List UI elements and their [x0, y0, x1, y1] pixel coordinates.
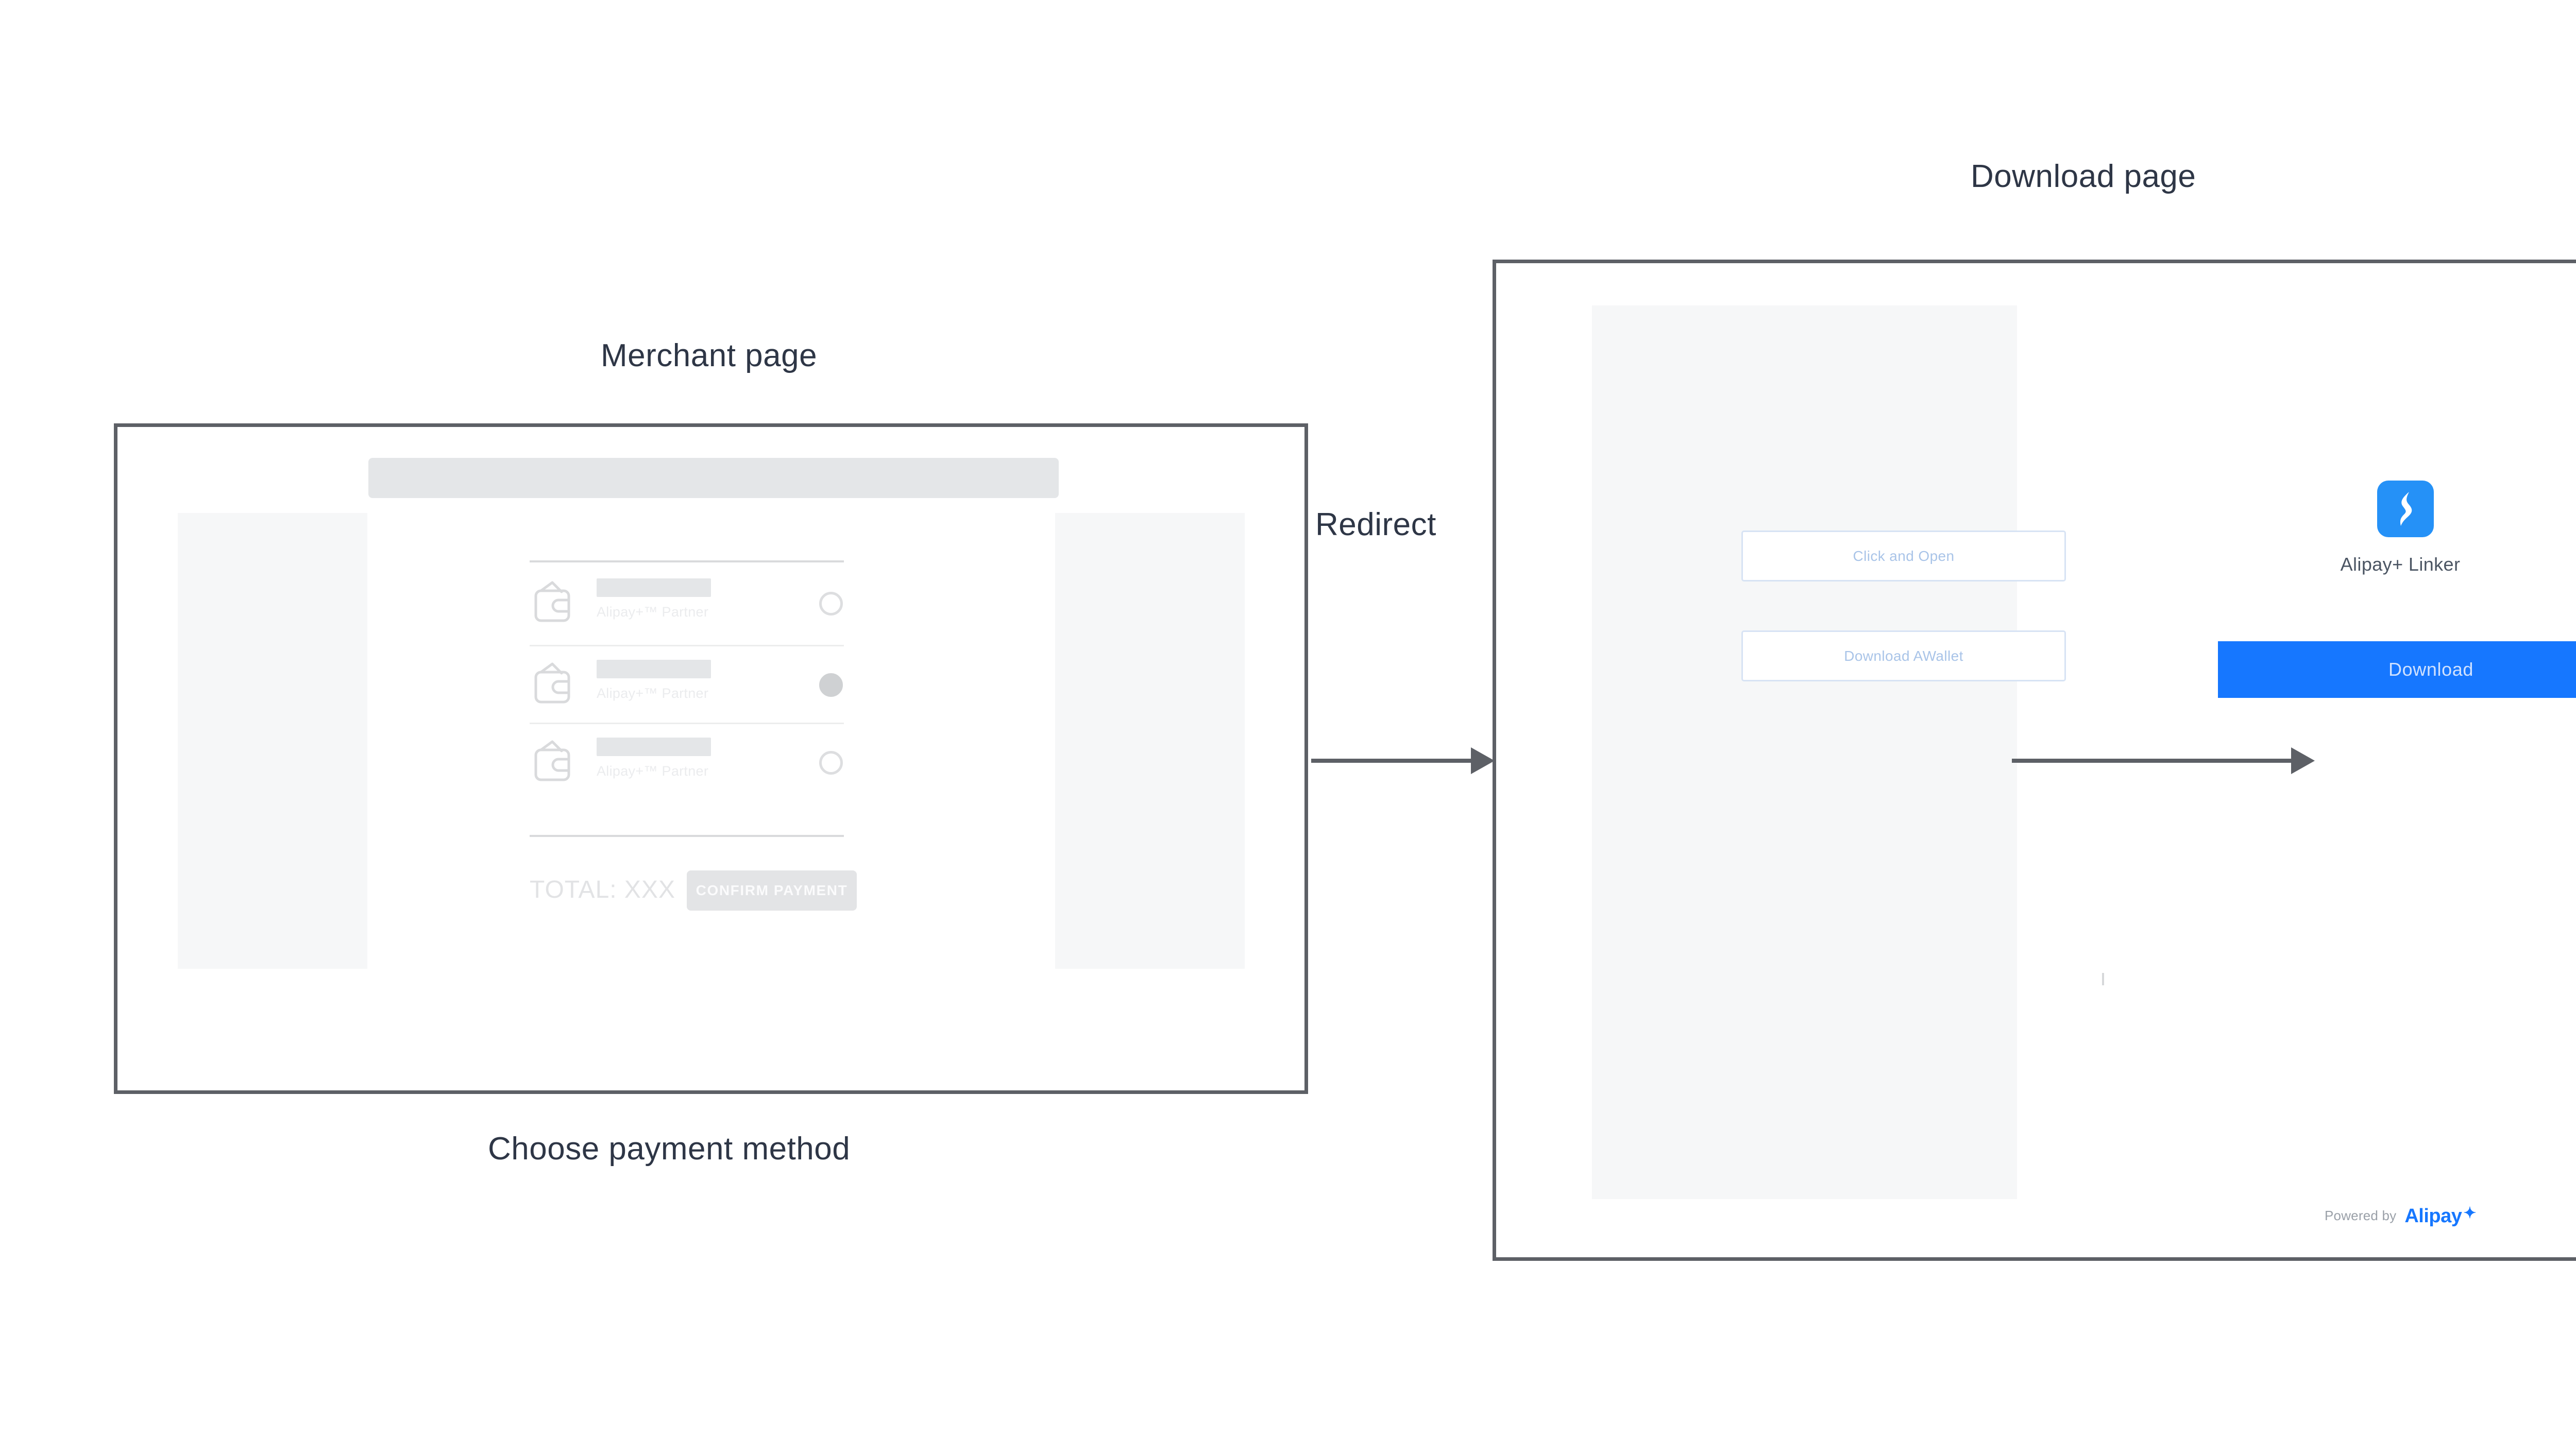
- redirect-label: Redirect: [1315, 507, 1436, 542]
- payment-method-card: Alipay+™ Partner: [367, 507, 1055, 971]
- payment-method-subtitle: Alipay+™ Partner: [597, 763, 709, 779]
- download-right-pane: Alipay+ Linker Download Powered by Alipa…: [2016, 305, 2576, 1243]
- confirm-payment-button[interactable]: CONFIRM PAYMENT: [687, 870, 857, 911]
- divider-top: [530, 560, 844, 562]
- merchant-page-title: Merchant page: [601, 338, 818, 373]
- choose-payment-method-caption: Choose payment method: [488, 1131, 851, 1167]
- arrow-head: [1471, 747, 1495, 774]
- merchant-page-panel: Alipay+™ Partner: [114, 423, 1308, 1094]
- alipay-plus-logo: Alipay✦: [2404, 1204, 2476, 1227]
- order-total-label: TOTAL: XXX: [530, 876, 675, 903]
- payment-method-texts: Alipay+™ Partner: [597, 660, 711, 702]
- arrow-shaft: [1311, 759, 1472, 763]
- payment-method-radio[interactable]: [819, 751, 843, 775]
- alipay-linker-app-icon: [2377, 481, 2434, 537]
- alipay-logo-plus-glyph: ✦: [2463, 1205, 2476, 1222]
- merchant-header-placeholder-bar: [368, 458, 1059, 498]
- wallet-icon: [530, 577, 579, 627]
- divider-row-2: [530, 723, 844, 724]
- divider-row-1: [530, 645, 844, 646]
- payment-method-name-placeholder: [597, 738, 711, 756]
- table-row[interactable]: Alipay+™ Partner: [530, 573, 849, 637]
- wallet-icon: [530, 659, 579, 708]
- click-and-open-button[interactable]: Click and Open: [1741, 531, 2066, 581]
- powered-by-footer: Powered by Alipay✦: [2016, 1204, 2576, 1227]
- payment-method-name-placeholder: [597, 578, 711, 597]
- arrow-shaft: [2012, 759, 2292, 763]
- download-awallet-button[interactable]: Download AWallet: [1741, 630, 2066, 681]
- merchant-left-gutter: [178, 513, 367, 969]
- wallet-icon: [530, 737, 579, 786]
- table-row[interactable]: Alipay+™ Partner: [530, 732, 849, 796]
- payment-method-texts: Alipay+™ Partner: [597, 738, 711, 779]
- divider-bottom: [530, 835, 844, 837]
- payment-method-radio-selected[interactable]: [819, 673, 843, 697]
- table-row[interactable]: Alipay+™ Partner: [530, 655, 849, 718]
- card-edge-tick-left: [2102, 973, 2104, 985]
- payment-method-texts: Alipay+™ Partner: [597, 578, 711, 620]
- payment-method-name-placeholder: [597, 660, 711, 678]
- merchant-right-gutter: [1055, 513, 1245, 969]
- redirect-arrow-icon: [1311, 747, 1495, 774]
- download-left-pane: Click and Open Download AWallet: [1592, 305, 2066, 1199]
- download-page-title: Download page: [1971, 159, 2196, 194]
- payment-method-subtitle: Alipay+™ Partner: [597, 686, 709, 701]
- alipay-logo-wordmark: Alipay: [2404, 1205, 2462, 1227]
- powered-by-text: Powered by: [2325, 1208, 2397, 1223]
- payment-method-radio[interactable]: [819, 592, 843, 615]
- merchant-page-body: Alipay+™ Partner: [117, 507, 1304, 971]
- download-flow-arrow-icon: [2012, 747, 2315, 774]
- arrow-head: [2291, 747, 2315, 774]
- download-button[interactable]: Download: [2218, 641, 2576, 698]
- payment-method-subtitle: Alipay+™ Partner: [597, 604, 709, 620]
- alipay-linker-app-name: Alipay+ Linker: [2340, 554, 2461, 575]
